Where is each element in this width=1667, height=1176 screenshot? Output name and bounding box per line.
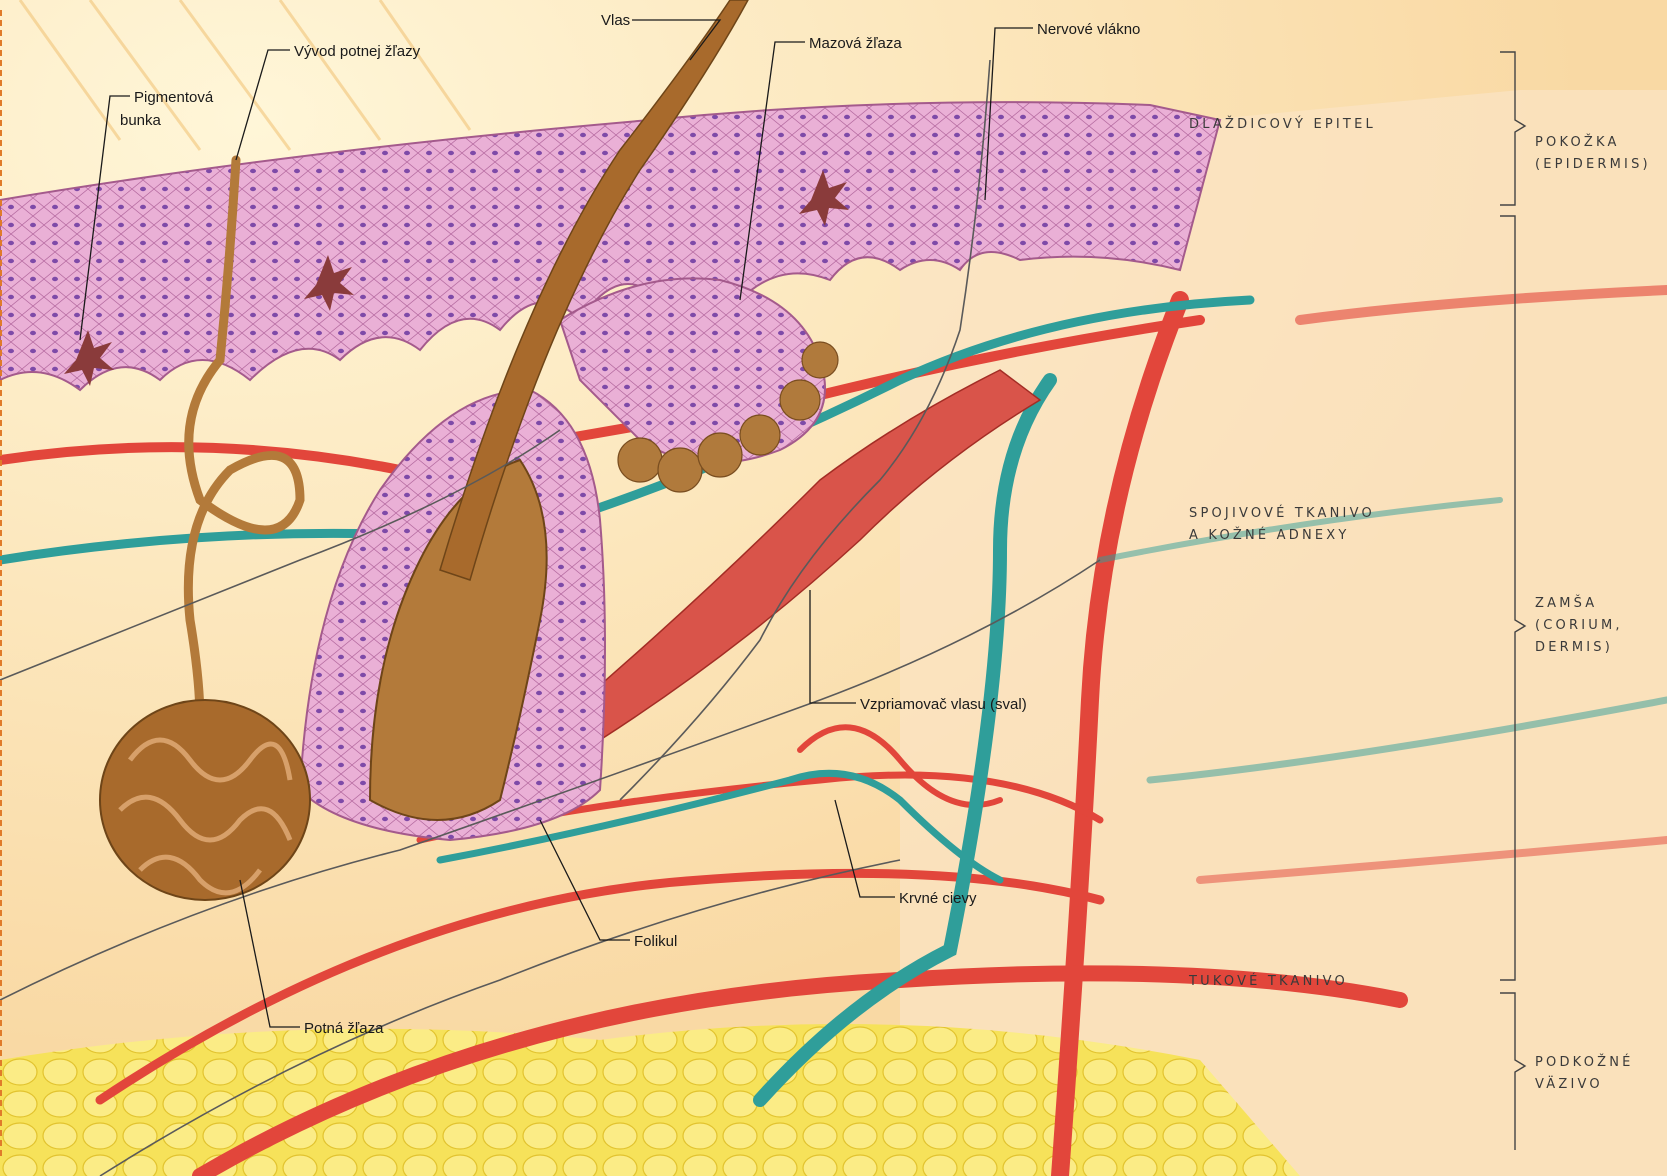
label-follicle: Folikul — [634, 933, 677, 950]
label-hair: Vlas — [601, 12, 630, 29]
bracket-epidermis-line2: (EPIDERMIS) — [1535, 157, 1651, 172]
bracket-subcutis-line1: PODKOŽNÉ — [1535, 1054, 1634, 1070]
bracket-dermis-line3: DERMIS) — [1535, 640, 1613, 655]
caption-adipose-tissue: TUKOVÉ TKANIVO — [1188, 973, 1348, 989]
sweat-gland — [100, 700, 310, 900]
label-pigment-cell-line2: bunka — [120, 112, 162, 129]
subcutaneous-fat — [0, 1024, 1300, 1176]
bracket-epidermis-line1: POKOŽKA — [1535, 134, 1620, 150]
bracket-dermis-line1: ZAMŠA — [1535, 595, 1597, 611]
caption-connective-tissue-line2: A KOŽNÉ ADNEXY — [1189, 527, 1350, 543]
bracket-subcutis-line2: VÄZIVO — [1535, 1076, 1603, 1092]
label-pigment-cell-line1: Pigmentová — [134, 89, 214, 106]
label-sweat-gland: Potná žľaza — [304, 1020, 384, 1037]
label-arrector-pili: Vzpriamovač vlasu (sval) — [860, 696, 1027, 713]
label-sweat-duct: Vývod potnej žľazy — [294, 43, 421, 60]
label-sebaceous-gland: Mazová žľaza — [809, 35, 902, 52]
label-nerve-fiber: Nervové vlákno — [1037, 21, 1140, 38]
label-blood-vessels: Krvné cievy — [899, 890, 977, 907]
caption-squamous-epithelium: DLAŽDICOVÝ EPITEL — [1189, 116, 1376, 132]
bracket-dermis-line2: (CORIUM, — [1535, 618, 1623, 633]
caption-connective-tissue-line1: SPOJIVOVÉ TKANIVO — [1189, 505, 1375, 521]
